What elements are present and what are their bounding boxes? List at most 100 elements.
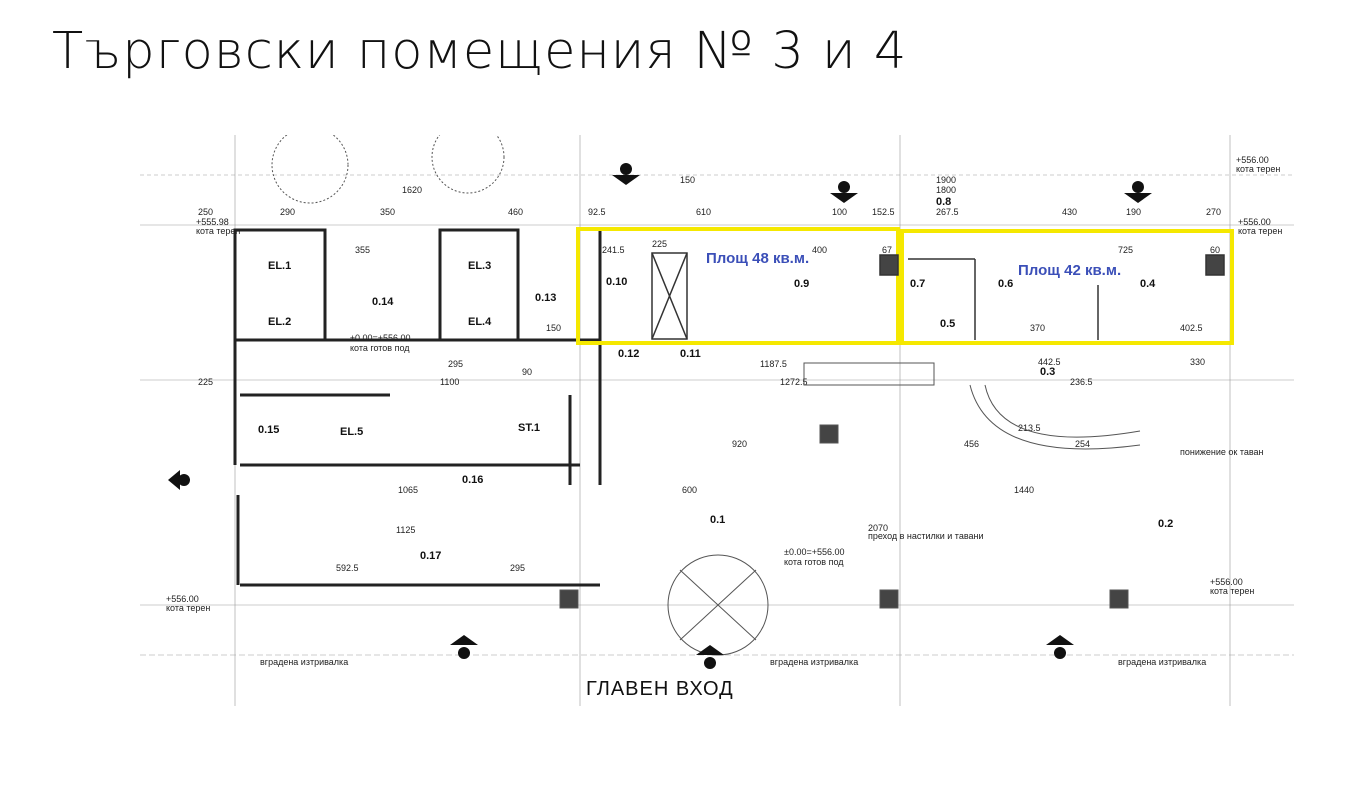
svg-text:236.5: 236.5 (1070, 377, 1093, 387)
entrance-markers (168, 163, 1152, 669)
svg-text:кота терен: кота терен (1236, 164, 1280, 174)
room-el4: EL.4 (468, 316, 492, 328)
room-el3: EL.3 (468, 260, 491, 272)
svg-text:295: 295 (448, 359, 463, 369)
svg-text:592.5: 592.5 (336, 563, 359, 573)
dimension-labels: 1620 250 290 350 460 92.5 610 100 152.5 … (198, 175, 1221, 573)
svg-text:±0.00=+556.00: ±0.00=+556.00 (350, 333, 411, 343)
svg-text:1100: 1100 (440, 377, 459, 387)
svg-text:610: 610 (696, 207, 711, 217)
floor-plan: EL.1 EL.2 EL.3 EL.4 EL.5 ST.1 0.1 0.2 0.… (140, 135, 1294, 706)
svg-text:+556.00: +556.00 (1238, 217, 1271, 227)
svg-text:430: 430 (1062, 207, 1077, 217)
room-el1: EL.1 (268, 260, 291, 272)
shop-highlights (576, 227, 1234, 345)
svg-text:400: 400 (812, 245, 827, 255)
room-013: 0.13 (535, 292, 556, 304)
svg-text:330: 330 (1190, 357, 1205, 367)
svg-text:1187.5: 1187.5 (760, 359, 787, 369)
svg-text:1900: 1900 (936, 175, 956, 185)
svg-text:кота терен: кота терен (1210, 586, 1254, 596)
svg-text:±0.00=+556.00: ±0.00=+556.00 (784, 547, 845, 557)
svg-text:225: 225 (198, 377, 213, 387)
furniture (559, 362, 1141, 656)
svg-text:150: 150 (546, 323, 561, 333)
svg-text:вградена изтривалка: вградена изтривалка (770, 657, 858, 667)
svg-text:+555.98: +555.98 (196, 217, 229, 227)
level-markers: +555.98 кота терен +556.00 кота терен +5… (166, 155, 1282, 613)
room-015: 0.15 (258, 424, 279, 436)
room-016: 0.16 (462, 474, 483, 486)
room-07: 0.7 (910, 278, 925, 290)
svg-text:преход в настилки и тавани: преход в настилки и тавани (868, 531, 984, 541)
svg-text:225: 225 (652, 239, 667, 249)
svg-text:+556.00: +556.00 (1210, 577, 1243, 587)
svg-text:250: 250 (198, 207, 213, 217)
room-05: 0.5 (940, 318, 955, 330)
svg-text:вградена изтривалка: вградена изтривалка (1118, 657, 1206, 667)
room-010: 0.10 (606, 276, 627, 288)
plan-notes: вградена изтривалка вградена изтривалка … (260, 447, 1264, 667)
svg-text:456: 456 (964, 439, 979, 449)
room-st1: ST.1 (518, 422, 540, 434)
area-label-shop-3: Площ 48 кв.м. (706, 250, 809, 267)
svg-text:1272.5: 1272.5 (780, 377, 808, 387)
svg-text:67: 67 (882, 245, 892, 255)
svg-text:100: 100 (832, 207, 847, 217)
svg-text:вградена изтривалка: вградена изтривалка (260, 657, 348, 667)
plan-grid (140, 135, 1294, 706)
svg-text:1620: 1620 (402, 185, 422, 195)
svg-text:60: 60 (1210, 245, 1220, 255)
room-06: 0.6 (998, 278, 1013, 290)
room-01: 0.1 (710, 514, 725, 526)
svg-text:725: 725 (1118, 245, 1133, 255)
svg-text:1065: 1065 (398, 485, 418, 495)
svg-text:150: 150 (680, 175, 695, 185)
room-03: 0.3 (1040, 366, 1055, 378)
svg-text:1800: 1800 (936, 185, 956, 195)
svg-text:92.5: 92.5 (588, 207, 606, 217)
room-04: 0.4 (1140, 278, 1156, 290)
walls (233, 228, 602, 587)
svg-text:295: 295 (510, 563, 525, 573)
svg-text:152.5: 152.5 (872, 207, 895, 217)
svg-text:кота терен: кота терен (196, 226, 240, 236)
svg-text:920: 920 (732, 439, 747, 449)
svg-text:442.5: 442.5 (1038, 357, 1061, 367)
room-el2: EL.2 (268, 316, 291, 328)
room-02: 0.2 (1158, 518, 1173, 530)
svg-text:370: 370 (1030, 323, 1045, 333)
svg-text:213.5: 213.5 (1018, 423, 1041, 433)
slide-title: Търговски помещения № 3 и 4 (52, 22, 908, 81)
room-011: 0.11 (680, 348, 701, 360)
room-012: 0.12 (618, 348, 639, 360)
tree-symbols (271, 135, 505, 204)
svg-text:600: 600 (682, 485, 697, 495)
main-entrance-label: ГЛАВЕН ВХОД (586, 678, 734, 700)
room-014: 0.14 (372, 296, 394, 308)
svg-text:+556.00: +556.00 (166, 594, 199, 604)
svg-text:267.5: 267.5 (936, 207, 959, 217)
svg-text:355: 355 (355, 245, 370, 255)
room-09: 0.9 (794, 278, 809, 290)
svg-text:241.5: 241.5 (602, 245, 625, 255)
svg-text:понижение ок таван: понижение ок таван (1180, 447, 1264, 457)
svg-text:1440: 1440 (1014, 485, 1034, 495)
svg-text:254: 254 (1075, 439, 1090, 449)
svg-text:90: 90 (522, 367, 532, 377)
room-el5: EL.5 (340, 426, 363, 438)
area-label-shop-4: Площ 42 кв.м. (1018, 262, 1121, 279)
svg-text:1125: 1125 (396, 525, 415, 535)
svg-text:2070: 2070 (868, 523, 888, 533)
svg-text:460: 460 (508, 207, 523, 217)
svg-text:290: 290 (280, 207, 295, 217)
svg-text:190: 190 (1126, 207, 1141, 217)
svg-text:350: 350 (380, 207, 395, 217)
svg-text:кота терен: кота терен (166, 603, 210, 613)
shop-interior (651, 252, 1225, 340)
room-labels: EL.1 EL.2 EL.3 EL.4 EL.5 ST.1 0.1 0.2 0.… (258, 196, 1173, 562)
svg-text:кота терен: кота терен (1238, 226, 1282, 236)
svg-text:кота готов под: кота готов под (350, 343, 410, 353)
room-017: 0.17 (420, 550, 441, 562)
room-08: 0.8 (936, 196, 951, 208)
